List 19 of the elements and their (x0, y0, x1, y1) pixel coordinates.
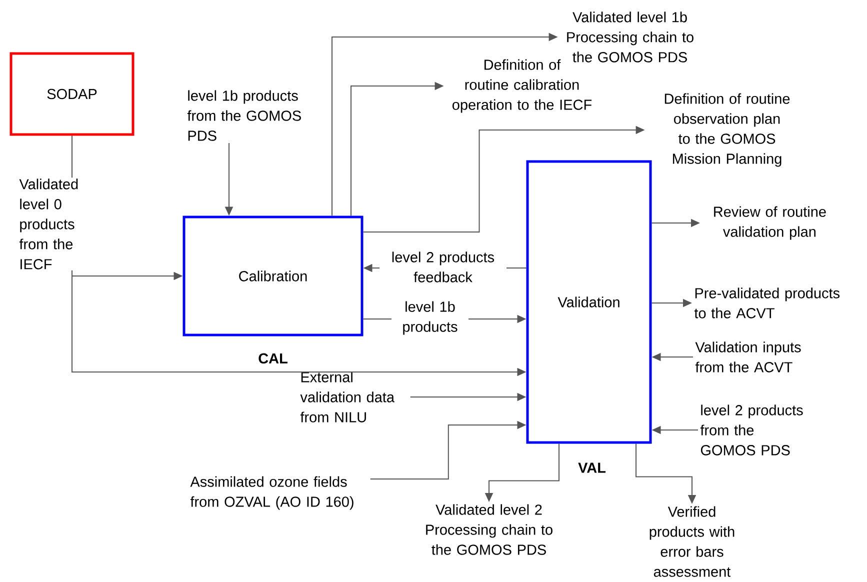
flow-text: Validated level 2 Processing chain to the GOMOS PDS (426, 504, 552, 555)
box-label: CAL (258, 353, 288, 364)
edge-label: Validated level 0 products from the IECF (18, 178, 108, 270)
flow-text: Pre-validated products to the ACVT (694, 288, 840, 318)
source-box: SODAP (10, 52, 134, 136)
flow-text: Definition of routine observation plan to the GOMOS Mission Planning (664, 93, 790, 167)
box-label: VAL (578, 462, 606, 473)
flow-text: Validation inputs from the ACVT (695, 342, 801, 372)
edge-label: level 1b products (392, 300, 468, 336)
flow-text: level 2 products from the GOMOS PDS (700, 404, 803, 456)
flow-text: Review of routine validation plan (714, 206, 826, 240)
flow-text: Verified products with error bars assessment (650, 506, 734, 577)
flow-text: Validated level 1b Processing chain to the GOMOS PDS (567, 12, 694, 62)
process-box: Calibration (182, 216, 364, 336)
flow-text: level 1b products from the GOMOS PDS (187, 90, 301, 141)
edge-label: level 2 products feedback (380, 250, 506, 284)
flow-text: Assimilated ozone fields from OZVAL (AO ID 160) (190, 476, 354, 510)
process-box: Validation (526, 160, 652, 444)
flow-text: External validation data from NILU (300, 372, 394, 422)
